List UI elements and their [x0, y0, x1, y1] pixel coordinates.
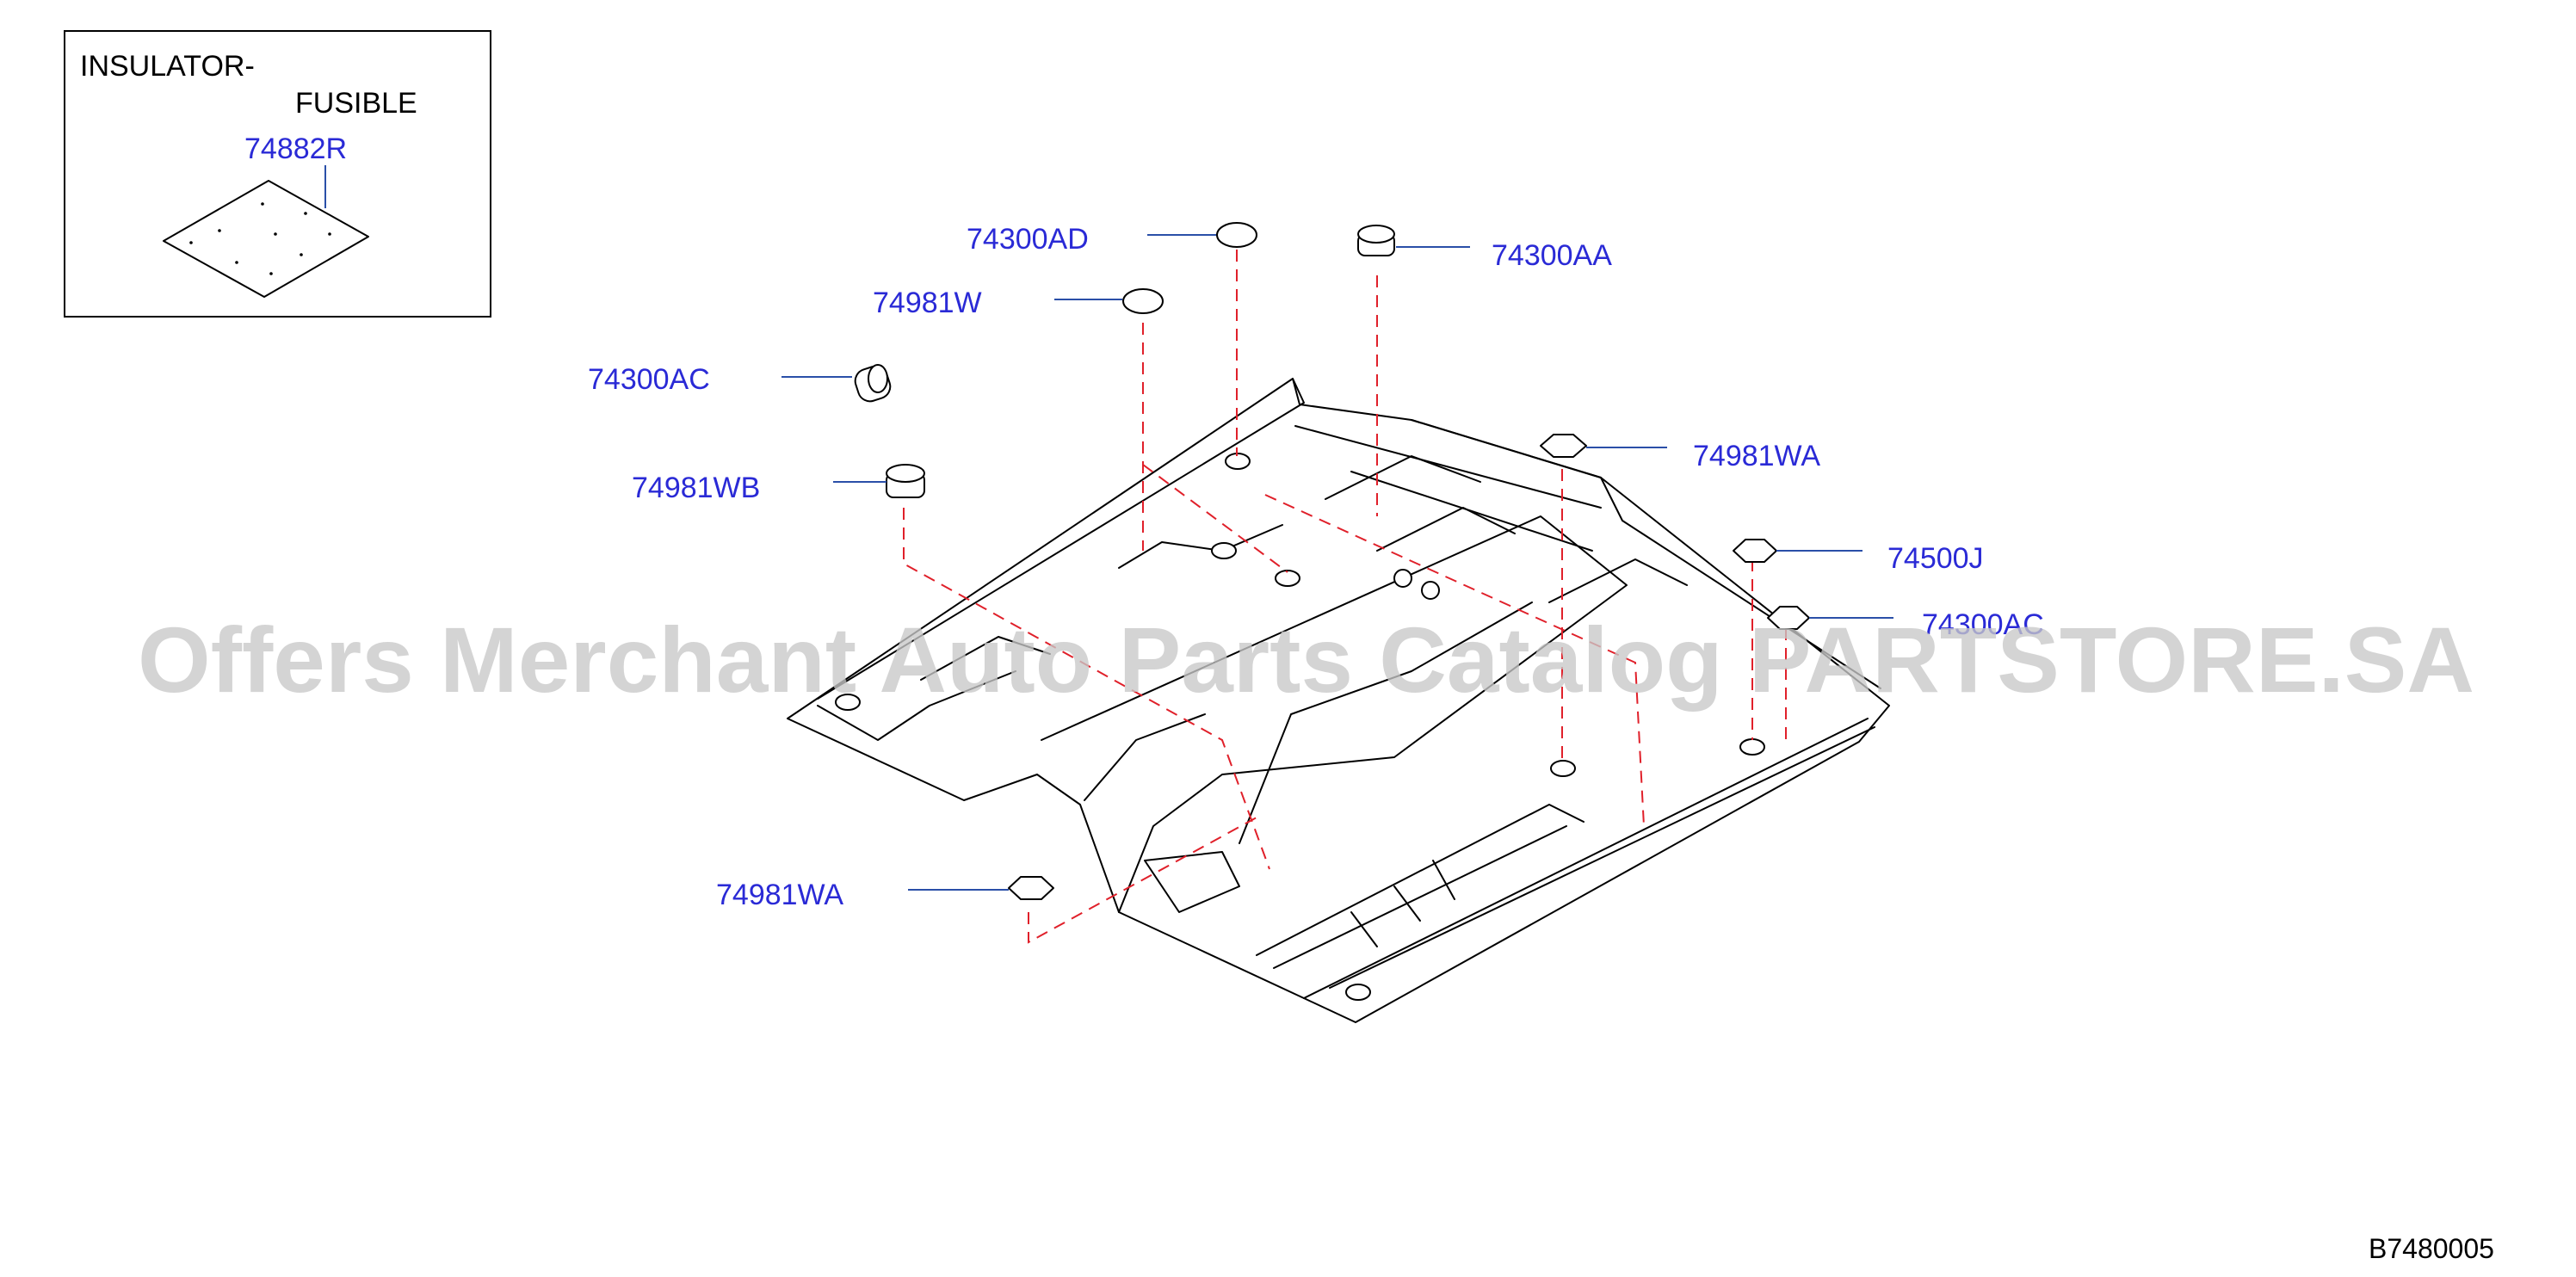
diagram-code: B7480005	[2369, 1233, 2494, 1264]
callout-part-number[interactable]: 74981WA	[1693, 440, 1820, 472]
floor-front-pan	[1144, 851, 1455, 947]
floor-center-tunnel	[1041, 515, 1628, 913]
callout-labels: 74300AD 74300AA 74981W 74300AC 74981WB 7…	[588, 223, 2044, 911]
grommet-oval-icon	[1122, 288, 1164, 314]
grommet-plug-icon	[854, 364, 892, 403]
insulator-pad-dots	[189, 202, 331, 275]
callout-part-number[interactable]: 74981W	[873, 287, 982, 319]
inset-title-line1: INSULATOR-	[80, 50, 255, 83]
grommet-hex-icon	[1008, 876, 1054, 900]
inset-part-number[interactable]: 74882R	[244, 133, 347, 165]
assembly-lines	[903, 250, 1787, 944]
drain-hole-2	[1275, 570, 1300, 587]
floor-panel-drawing	[787, 378, 1890, 1023]
grommet-icons	[854, 222, 1810, 900]
watermark-text: Offers Merchant Auto Parts Catalog PARTS…	[138, 608, 2474, 712]
floor-rear-rail	[817, 378, 1881, 700]
inset-title-line2: FUSIBLE	[295, 87, 417, 120]
callout-leaders	[781, 234, 1893, 891]
grommet-plug-icon	[886, 464, 925, 498]
callout-part-number[interactable]: 74300AC	[1922, 608, 2044, 641]
grommet-hex-icon	[1540, 434, 1587, 458]
floor-drain-holes	[835, 453, 1765, 1001]
insulator-pad-icon	[163, 180, 369, 298]
drain-hole-4	[1739, 738, 1765, 756]
callout-part-number[interactable]: 74981WB	[632, 472, 760, 504]
callout-part-number[interactable]: 74500J	[1887, 542, 1984, 575]
grommet-plug-icon	[1357, 225, 1395, 256]
insulator-inset: INSULATOR- FUSIBLE 74882R	[64, 30, 491, 318]
floor-cross-members	[817, 455, 1688, 741]
drain-hole-6	[1345, 984, 1371, 1001]
drain-hole-5	[835, 694, 861, 711]
drain-hole-9	[1421, 581, 1440, 600]
floor-side-sill	[1256, 718, 1875, 999]
grommet-oval-icon	[1216, 222, 1257, 248]
callout-part-number[interactable]: 74300AC	[588, 363, 710, 396]
drain-hole-8	[1393, 569, 1412, 588]
callout-part-number[interactable]: 74300AA	[1492, 239, 1612, 272]
floor-panel-outline	[787, 378, 1890, 1023]
grommet-hex-icon	[1733, 539, 1777, 563]
drain-hole-3	[1550, 760, 1576, 777]
callout-part-number[interactable]: 74300AD	[967, 223, 1089, 256]
drain-hole-7	[1211, 542, 1237, 559]
callout-part-number[interactable]: 74981WA	[716, 879, 843, 911]
